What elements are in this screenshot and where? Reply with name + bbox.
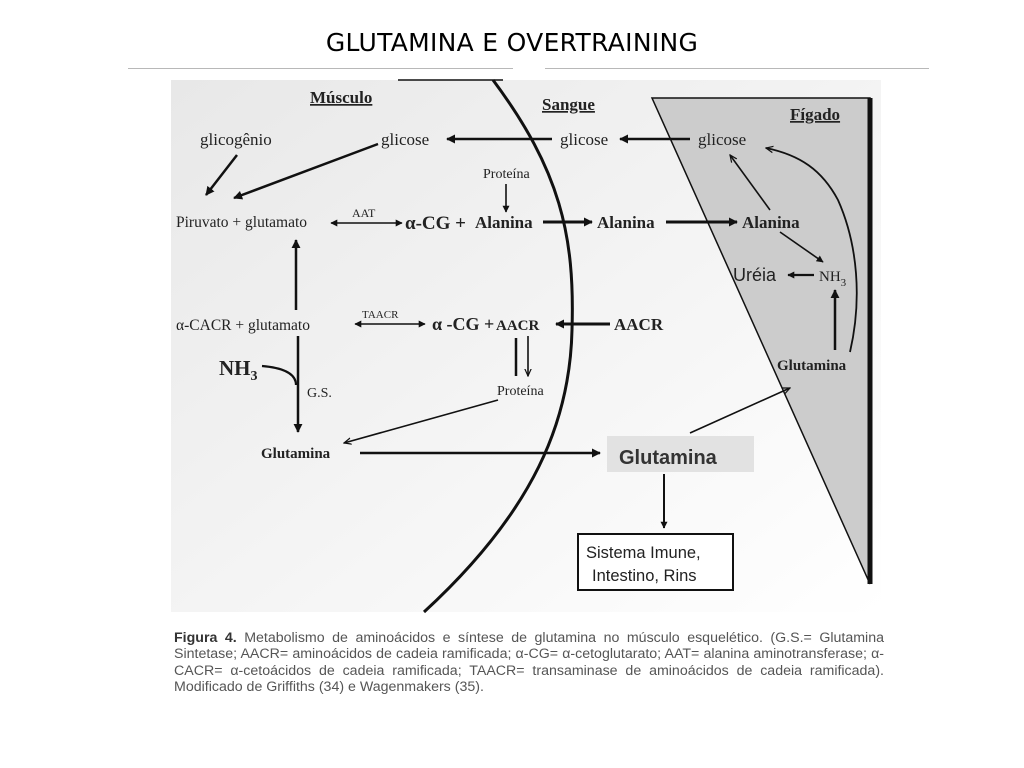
node-glutamina-figado: Glutamina [777,358,847,374]
figure-caption: Figura 4. Metabolismo de aminoácidos e s… [174,630,884,696]
node-glicogenio: glicogênio [200,130,272,149]
region-muscle: Músculo [310,88,372,107]
arrow-glutamina-to-glicose [766,148,858,353]
enzyme-taacr: TAACR [362,309,399,321]
enzyme-aat: AAT [352,206,376,220]
nh3-muscle-sub: 3 [251,369,258,384]
node-ureia: Uréia [733,265,777,285]
node-glicose-musculo: glicose [381,130,429,149]
arrow-glicose-to-piruvato [233,142,379,200]
node-aacr-2: AACR [614,315,664,334]
arrow-glutamina-sangue-to-figado [689,387,790,434]
node-sistema-line2: Intestino, Rins [592,567,697,585]
node-acg-1: α-CG + [405,213,466,234]
glutamina-sangue-box [607,436,754,472]
region-liver: Fígado [790,105,840,124]
node-alanina-musculo: Alanina [475,213,533,232]
arrow-alanina-to-glicose [730,155,771,211]
muscle-blood-border [422,79,574,614]
nh3-liver-base: NH [819,269,841,285]
node-aacr-1: AACR [496,318,539,334]
caption-label: Figura 4. [174,630,237,646]
node-piruvato-glutamato: Piruvato + glutamato [176,214,307,231]
arrow-alanina-to-nh3 [779,231,824,263]
sistema-box [577,533,734,591]
title-rule-right [545,68,929,69]
node-glutamina-sangue: Glutamina [619,447,718,469]
node-glutamina-musculo: Glutamina [261,446,331,462]
node-alanina-figado: Alanina [742,213,800,232]
node-sistema-line1: Sistema Imune, [586,544,701,562]
node-nh3-muscle: NH3 [219,356,258,384]
node-proteina-bottom: Proteína [497,384,544,399]
enzyme-gs: G.S. [307,386,332,401]
node-glicose-figado: glicose [698,130,746,149]
node-cacr-glutamato: α-CACR + glutamato [176,317,310,334]
title-rule-left [128,68,513,69]
region-blood: Sangue [542,95,595,114]
arrow-nh3-into-gs [261,364,298,386]
node-glicose-sangue: glicose [560,130,608,149]
nh3-liver-sub: 3 [841,277,847,289]
arrow-proteina-to-glutamina [344,399,499,443]
caption-text: Metabolismo de aminoácidos e síntese de … [174,630,884,696]
nh3-muscle-base: NH [219,356,251,380]
node-nh3-liver: NH3 [819,269,847,289]
node-acg-2: α -CG + [432,314,494,334]
slide-title: GLUTAMINA E OVERTRAINING [325,28,699,57]
node-alanina-sangue: Alanina [597,213,655,232]
arrow-glicogenio-to-piruvato [205,154,238,196]
node-proteina-top: Proteína [483,167,530,182]
